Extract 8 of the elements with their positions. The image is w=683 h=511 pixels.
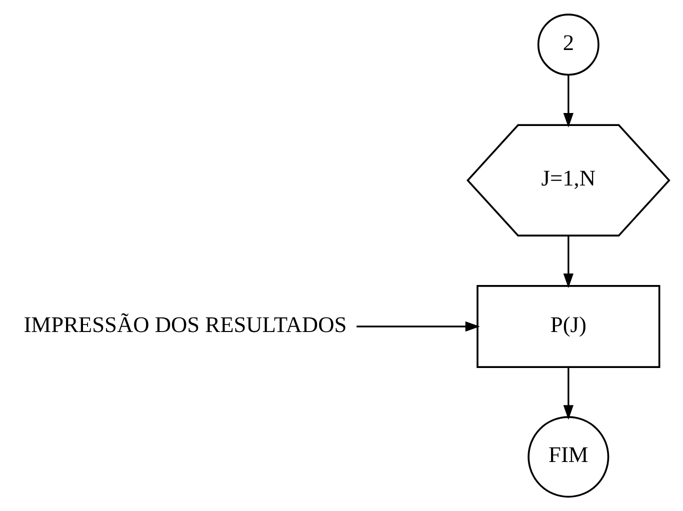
arrow bbox=[563, 368, 574, 420]
arrow bbox=[563, 236, 574, 288]
node-circle: FIM bbox=[528, 416, 610, 498]
arrow bbox=[563, 74, 574, 128]
node-text: IMPRESSÃO DOS RESULTADOS bbox=[24, 312, 347, 337]
arrow bbox=[356, 321, 480, 332]
node-box: P(J) bbox=[476, 285, 660, 368]
node-circle: 2 bbox=[537, 14, 600, 76]
